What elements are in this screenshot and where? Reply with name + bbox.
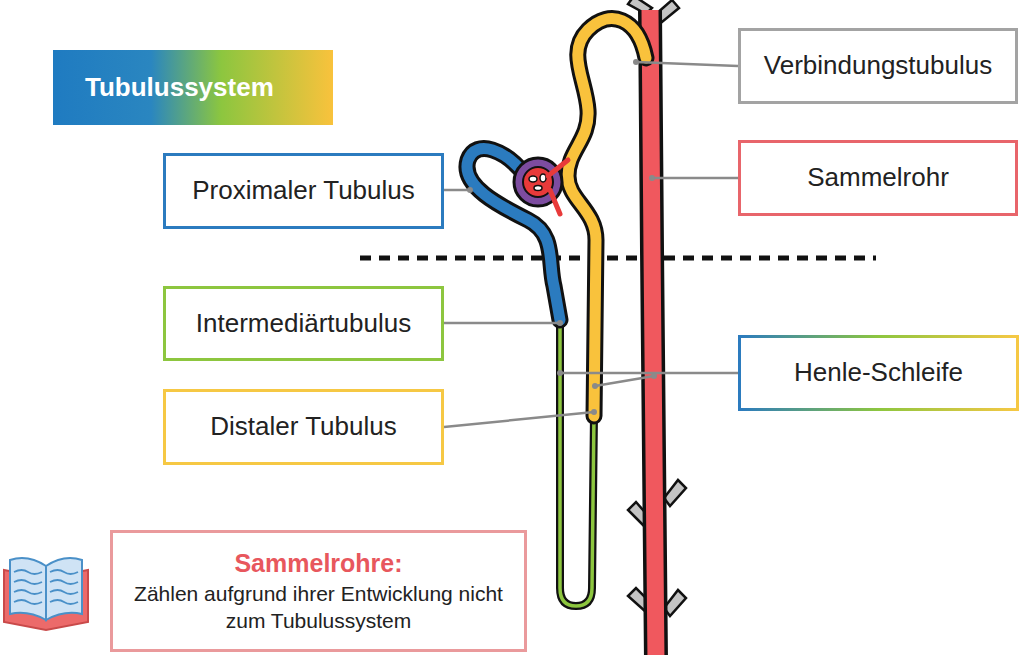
label-box: Henle-Schleife — [738, 335, 1019, 411]
proximal-tubule-outline — [467, 149, 560, 320]
part-label: Proximaler Tubulus — [192, 175, 415, 206]
leader-dot — [467, 187, 473, 193]
branch-stub — [664, 480, 686, 506]
leader-lines — [444, 62, 738, 427]
note-box: Sammelrohre:Zählen aufgrund ihrer Entwic… — [110, 530, 527, 652]
part-label: Sammelrohr — [807, 162, 949, 193]
distal-tubule — [568, 19, 646, 416]
collecting-duct — [650, 10, 656, 655]
label-box: Verbindungstubulus — [738, 28, 1018, 104]
label-box: Intermediärtubulus — [163, 286, 444, 361]
leader-dot — [633, 59, 639, 65]
collecting-duct-outline — [650, 10, 656, 655]
leader-dot — [651, 373, 657, 379]
leader-line — [636, 62, 738, 66]
book-icon — [4, 558, 88, 630]
leader-dots — [467, 59, 657, 415]
leader-dot — [592, 383, 598, 389]
label-box: Sammelrohr — [738, 140, 1018, 216]
part-label: Henle-Schleife — [794, 357, 963, 388]
title-banner: Tubulussystem — [53, 50, 333, 125]
label-box: Proximaler Tubulus — [163, 153, 444, 229]
title-text: Tubulussystem — [85, 72, 274, 103]
note-heading: Sammelrohre: — [234, 547, 402, 580]
book-lines — [14, 570, 78, 604]
arteriole — [548, 160, 568, 214]
book-page — [46, 558, 82, 620]
note-body: Zählen aufgrund ihrer Entwicklung nicht … — [123, 580, 514, 635]
boundary-line — [360, 256, 876, 261]
part-label: Verbindungstubulus — [764, 50, 992, 81]
leader-dot — [557, 370, 563, 376]
book-page — [10, 558, 46, 620]
leader-line — [560, 372, 738, 375]
part-label: Intermediärtubulus — [196, 308, 411, 339]
capillary-loop — [534, 186, 542, 191]
leader-dot — [591, 409, 597, 415]
leader-line — [652, 177, 738, 180]
leader-line — [444, 189, 470, 192]
leader-line — [444, 322, 560, 325]
distal-tubule-outline — [568, 19, 646, 416]
part-label: Distaler Tubulus — [210, 411, 396, 442]
capillary-loop — [540, 174, 546, 182]
leader-dot — [557, 320, 563, 326]
leader-line — [444, 412, 594, 427]
proximal-tubule — [467, 149, 560, 320]
label-box: Distaler Tubulus — [163, 389, 444, 465]
leader-line — [595, 376, 654, 386]
leader-dot — [649, 175, 655, 181]
capillary-loop — [529, 176, 537, 182]
